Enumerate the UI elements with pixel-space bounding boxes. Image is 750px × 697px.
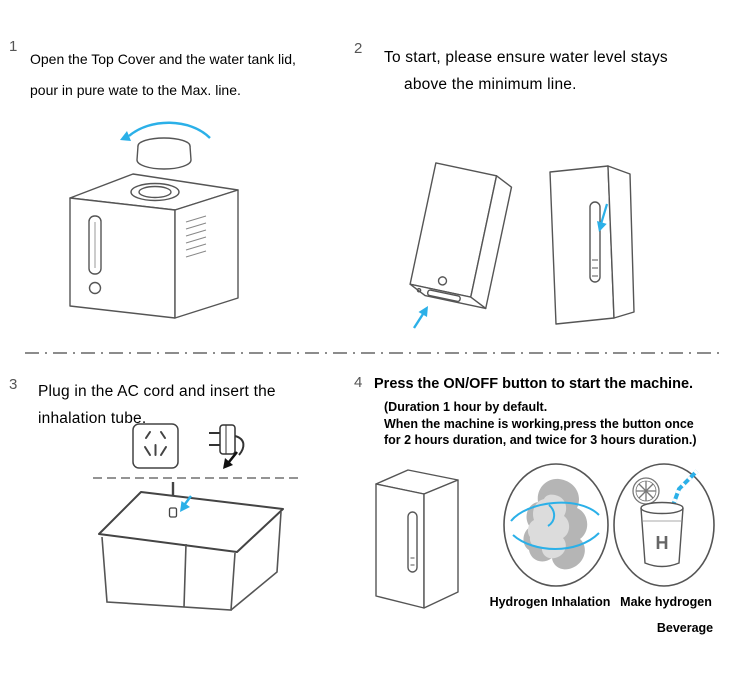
power-outlet-icon <box>132 423 179 469</box>
machine-open-lid-illustration <box>69 121 239 319</box>
step-1-line-2: pour in pure wate to the Max. line. <box>30 82 241 98</box>
open-lid-arrow-icon <box>120 121 211 141</box>
step-4-number: 4 <box>354 374 363 391</box>
step-4-notes: (Duration 1 hour by default. When the ma… <box>384 399 729 449</box>
bottom-arrow-icon <box>412 306 428 329</box>
cannula-tube-icon <box>510 501 600 550</box>
caption-beverage: Beverage <box>656 621 714 635</box>
machine-body <box>69 137 239 319</box>
step-2-text: To start, please ensure water level stay… <box>384 44 724 98</box>
machine-onoff-illustration <box>375 469 459 609</box>
cup-letter: H <box>656 533 669 553</box>
step-3-text: Plug in the AC cord and insert the inhal… <box>38 378 338 432</box>
tilted-machine <box>409 162 513 310</box>
water-level-arrow-icon <box>597 203 609 232</box>
machine-bottom-view-illustration <box>409 162 513 329</box>
step-4-note-1: (Duration 1 hour by default. <box>384 400 548 414</box>
step-2-line-2: above the minimum line. <box>404 76 577 93</box>
insert-tube-arrow-icon <box>180 495 192 512</box>
straw-icon <box>670 469 699 509</box>
step-2-line-1: To start, please ensure water level stay… <box>384 49 668 66</box>
plug-and-tube-illustration <box>93 423 303 611</box>
step-3-line-2: inhalation tube. <box>38 410 147 427</box>
water-window-side-illustration <box>549 165 635 325</box>
water-level-window <box>589 201 601 283</box>
cup-icon <box>640 501 684 568</box>
step-4-note-2: When the machine is working,press the bu… <box>384 416 694 431</box>
machine-legs <box>101 511 282 611</box>
caption-make-hydrogen: Make hydrogen <box>620 595 712 609</box>
tube-connector <box>168 507 178 518</box>
side-panel <box>549 165 635 325</box>
step-3-line-1: Plug in the AC cord and insert the <box>38 383 276 400</box>
caption-hydrogen-inhalation: Hydrogen Inhalation <box>489 595 611 609</box>
hydrogen-inhalation-illustration <box>503 463 609 587</box>
power-button-icon <box>88 281 102 295</box>
step-1-text: Open the Top Cover and the water tank li… <box>30 44 330 106</box>
power-plug-icon <box>209 424 245 456</box>
step-1-number: 1 <box>9 38 18 55</box>
water-level-window <box>407 511 418 573</box>
plug-arrow-icon <box>223 451 239 469</box>
machine-body <box>375 469 459 609</box>
step-3-number: 3 <box>9 376 18 393</box>
hydrogen-beverage-illustration: H <box>613 463 715 587</box>
lemon-slice-icon <box>632 477 660 505</box>
step-4-note-3: for 2 hours duration, and twice for 3 ho… <box>384 433 697 447</box>
step-1-line-1: Open the Top Cover and the water tank li… <box>30 51 296 67</box>
step-2-number: 2 <box>354 40 363 57</box>
vent-lines <box>185 215 207 258</box>
machine-top-surface <box>98 491 284 553</box>
dash-dot-divider <box>25 352 725 354</box>
step-4-title: Press the ON/OFF button to start the mac… <box>374 376 694 392</box>
